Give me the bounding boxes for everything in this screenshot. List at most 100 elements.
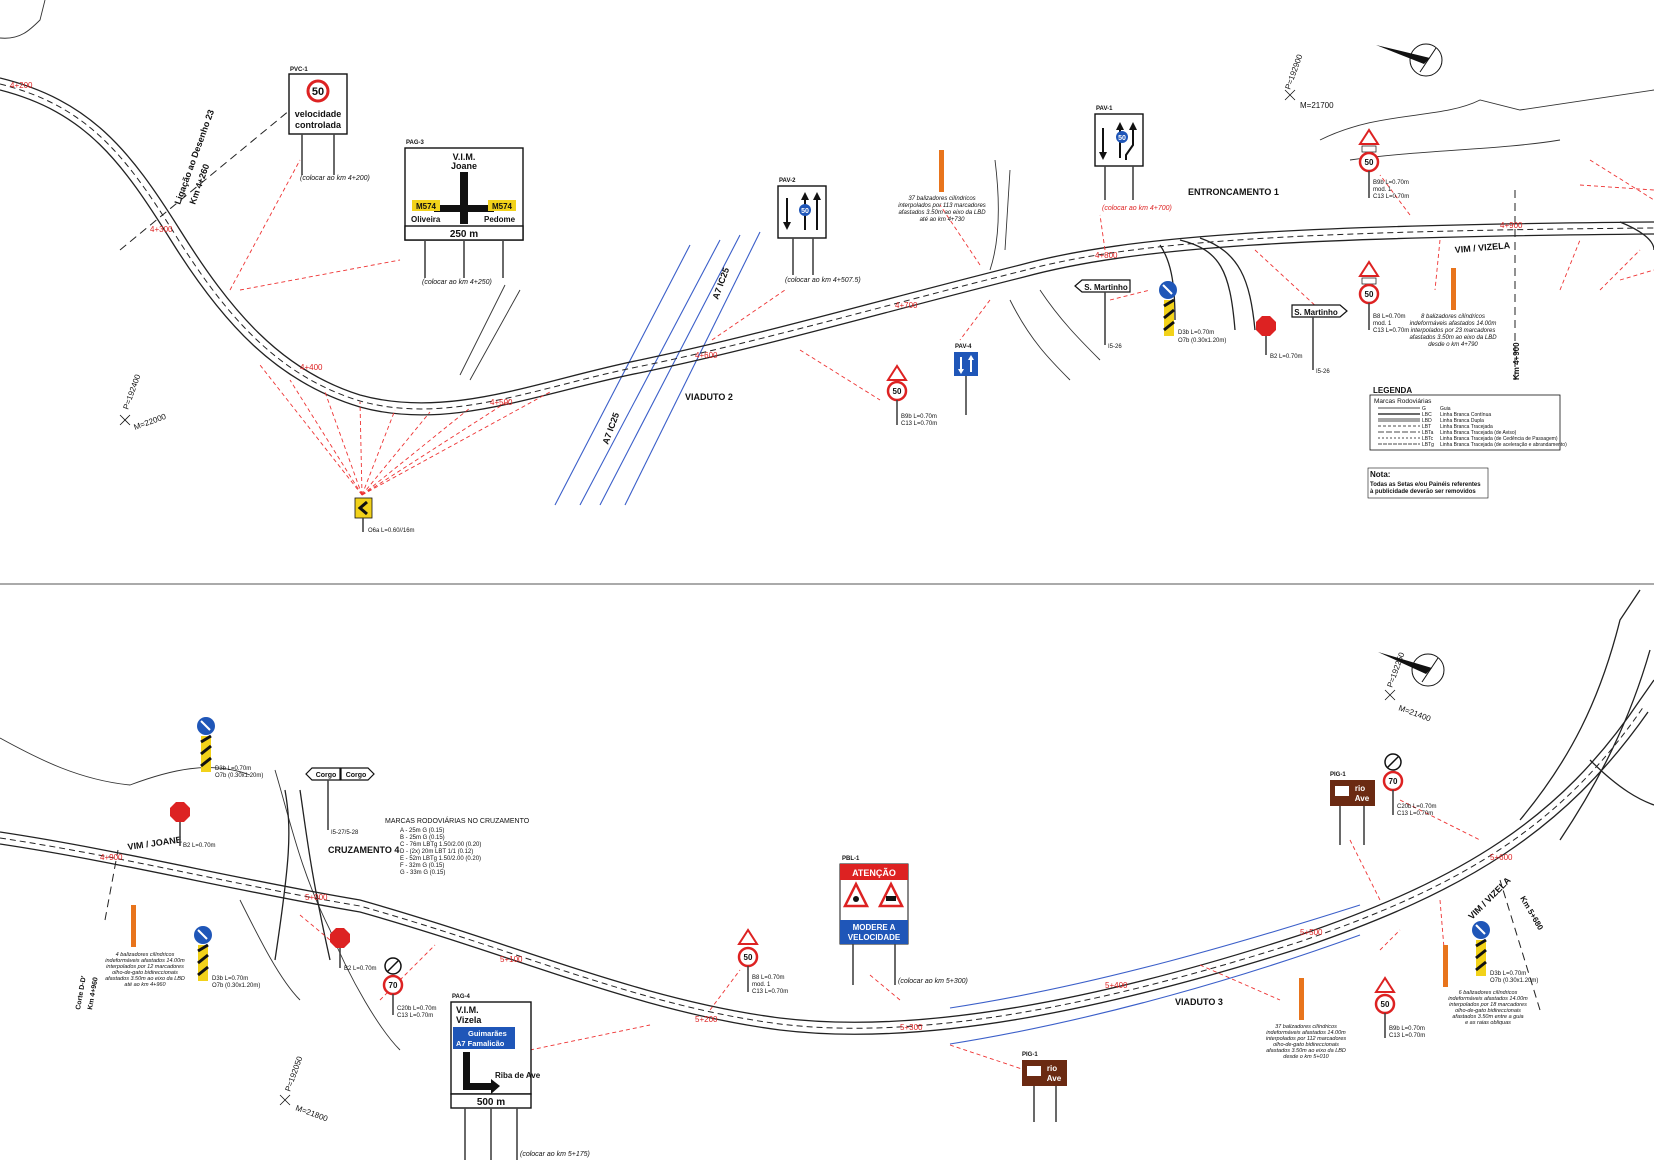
ramp-road bbox=[1559, 649, 1651, 841]
viaduto-label: VIADUTO 3 bbox=[1175, 997, 1223, 1007]
markings-item: F - 32m G (0.15) bbox=[400, 863, 444, 869]
legend-code: LBTc bbox=[1422, 436, 1434, 442]
km-mark: 4+800 bbox=[1095, 251, 1118, 260]
terrain-line bbox=[274, 769, 401, 1051]
note-text: indeformáveis afastados 14.00m bbox=[1266, 1030, 1346, 1036]
km-mark: 4+200 bbox=[10, 81, 33, 90]
note-text: indeformáveis afastados 14.00m bbox=[1410, 321, 1497, 327]
coord-label: P=192050 bbox=[283, 1055, 304, 1093]
junction-branch bbox=[1619, 221, 1654, 251]
sign-code: PAG-3 bbox=[406, 140, 425, 146]
note-text: olho-de-gato bidireccionais bbox=[112, 970, 178, 976]
delineator-note-right: 6 balizadores cilíndricos indeformáveis … bbox=[1443, 945, 1528, 1026]
place-text: Pedome bbox=[484, 215, 516, 224]
destination-text: A7 Famalicão bbox=[456, 1039, 505, 1048]
place-text: Oliveira bbox=[411, 215, 441, 224]
note-text: desde o km 5+010 bbox=[1283, 1054, 1329, 1060]
a7-line bbox=[579, 239, 721, 506]
sign-corgo: Corgo Corgo I5-27/5-28 bbox=[305, 767, 375, 836]
delineator-note-middle: 37 balizadores cilíndricos indeformáveis… bbox=[1266, 978, 1347, 1060]
sign-code: I5-27/5-28 bbox=[331, 830, 359, 836]
delineator-note-2: 8 balizadores cilíndricos indeformáveis … bbox=[1409, 268, 1497, 348]
note-text: até ao km 4+730 bbox=[920, 217, 966, 223]
sign-code: PAV-1 bbox=[1096, 106, 1113, 112]
sign-note: D3b L=0.70m bbox=[215, 766, 251, 772]
junction-branch bbox=[1159, 244, 1176, 321]
destination-text: Guimarães bbox=[468, 1029, 507, 1038]
place-text: S. Martinho bbox=[1084, 283, 1128, 292]
sign-note: C13 L=0.70m bbox=[397, 1013, 433, 1019]
note-text: até ao km 4+960 bbox=[124, 982, 166, 988]
km-mark: 4+400 bbox=[300, 363, 323, 372]
sign-pav1: PAV-1 50 (colocar ao km 4+700) bbox=[1094, 106, 1172, 212]
sign-note: mod. 1 bbox=[752, 982, 771, 988]
section-label: Km 4+960 bbox=[87, 977, 100, 1011]
sign-note: (colocar ao km 4+200) bbox=[300, 175, 370, 182]
km-mark: 4+500 bbox=[490, 398, 513, 407]
sign-note: D3b L=0.70m bbox=[1178, 330, 1214, 336]
sign-note: O7b (0.30x1.20m) bbox=[1178, 338, 1226, 344]
sign-note: mod. 1 bbox=[1373, 187, 1392, 193]
note-text: interpolados por 23 marcadores bbox=[1411, 328, 1496, 334]
sign-pig1-upper: PIG-1 rio Ave bbox=[1330, 772, 1375, 845]
viaduto-label: VIADUTO 2 bbox=[685, 392, 733, 402]
km-marks-top: 4+200 4+300 4+400 4+500 4+600 4+700 4+80… bbox=[10, 81, 1523, 407]
km-mark: 5+400 bbox=[1105, 981, 1128, 990]
speed-text: 50 bbox=[1381, 1000, 1390, 1009]
sign-note: (colocar ao km 5+175) bbox=[520, 1151, 590, 1158]
distance-text: 500 m bbox=[477, 1097, 505, 1108]
terrain-line bbox=[0, 737, 251, 786]
sign-note: (colocar ao km 4+507.5) bbox=[785, 277, 861, 284]
legend-title: LEGENDA bbox=[1373, 386, 1412, 395]
speed-text: 50 bbox=[1118, 135, 1126, 142]
sign-pag4: PAG-4 V.I.M. Vizela Guimarães A7 Famalic… bbox=[450, 994, 590, 1160]
sign-speed-70-left: 70 C20b L=0.70m C13 L=0.70m bbox=[382, 957, 437, 1019]
delineator-note-1: 37 balizadores cilíndricos interpolados … bbox=[898, 150, 986, 223]
sign-note: C13 L=0.70m bbox=[1389, 1033, 1425, 1039]
note-text: interpolados por 113 marcadores bbox=[898, 203, 986, 209]
legend-desc: Linha Branca Tracejada bbox=[1440, 424, 1493, 430]
note-text: interpolados por 18 marcadores bbox=[1449, 1002, 1527, 1008]
coord-label: M=22000 bbox=[133, 412, 168, 432]
distance-text: 250 m bbox=[450, 229, 478, 240]
markings-item: D - (2x) 20m LBT 1/1 (0.12) bbox=[400, 849, 473, 855]
km-mark: 5+600 bbox=[1490, 853, 1513, 862]
note-text: desde o km 4+790 bbox=[1428, 342, 1478, 348]
note-text: olho-de-gato bidireccionais bbox=[1455, 1008, 1521, 1014]
speed-text: 50 bbox=[1365, 158, 1374, 167]
direction-label: VIM / JOANE bbox=[127, 834, 182, 851]
a7-line bbox=[599, 234, 741, 506]
legend-desc: Guia bbox=[1440, 406, 1451, 412]
coord-label: M=21400 bbox=[1397, 703, 1432, 723]
chevron-sign-icon: O6a L=0.60//16m bbox=[354, 497, 415, 534]
sign-note: C13 L=0.70m bbox=[901, 421, 937, 427]
km-mark: 5+500 bbox=[1300, 928, 1323, 937]
sign-text: Ave bbox=[1047, 1074, 1062, 1083]
coord-label: M=21700 bbox=[1300, 101, 1334, 110]
sign-pig1-lower: PIG-1 rio Ave bbox=[1022, 1052, 1067, 1122]
note-text: 6 balizadores cilíndricos bbox=[1459, 990, 1518, 996]
note-text: afastados 3.50m ao eixo da LBD bbox=[105, 976, 185, 982]
sign-code: I5-26 bbox=[1316, 369, 1330, 375]
legend-code: G bbox=[1422, 406, 1426, 412]
note-box: Nota: Todas as Setas e/ou Painéis refere… bbox=[1367, 467, 1489, 499]
terrain-line bbox=[1319, 89, 1654, 141]
terrain-line bbox=[459, 284, 506, 376]
note-title: Nota: bbox=[1370, 470, 1390, 479]
sign-note: C20b L=0.70m bbox=[1397, 804, 1437, 810]
terrain-line bbox=[1004, 169, 1011, 251]
note-text: 37 balizadores cilíndricos bbox=[1275, 1024, 1337, 1030]
note-text: interpolados por 112 marcadores bbox=[1266, 1036, 1347, 1042]
sign-pav4: PAV-4 bbox=[954, 344, 978, 415]
legend-desc: Linha Branca Tracejada (de Aviso) bbox=[1440, 430, 1517, 436]
legend-desc: Linha Branca Contínua bbox=[1440, 412, 1491, 418]
sign-note: B2 L=0.70m bbox=[183, 843, 216, 849]
terrain-line bbox=[1009, 299, 1071, 381]
speed-limit-text: 50 bbox=[312, 86, 324, 98]
sign-note: O7b (0.30x1.20m) bbox=[215, 773, 263, 779]
km-label: Km 5+680 bbox=[1518, 895, 1545, 933]
sign-d3b-b: D3b L=0.70m O7b (0.30x1.20m) bbox=[194, 926, 260, 989]
a7-label: A7 IC25 bbox=[600, 411, 621, 445]
markings-item: C - 76m LBTg 1.50/2.00 (0.20) bbox=[400, 842, 481, 848]
note-text: afastados 3.50m entre a guia bbox=[1452, 1014, 1523, 1020]
